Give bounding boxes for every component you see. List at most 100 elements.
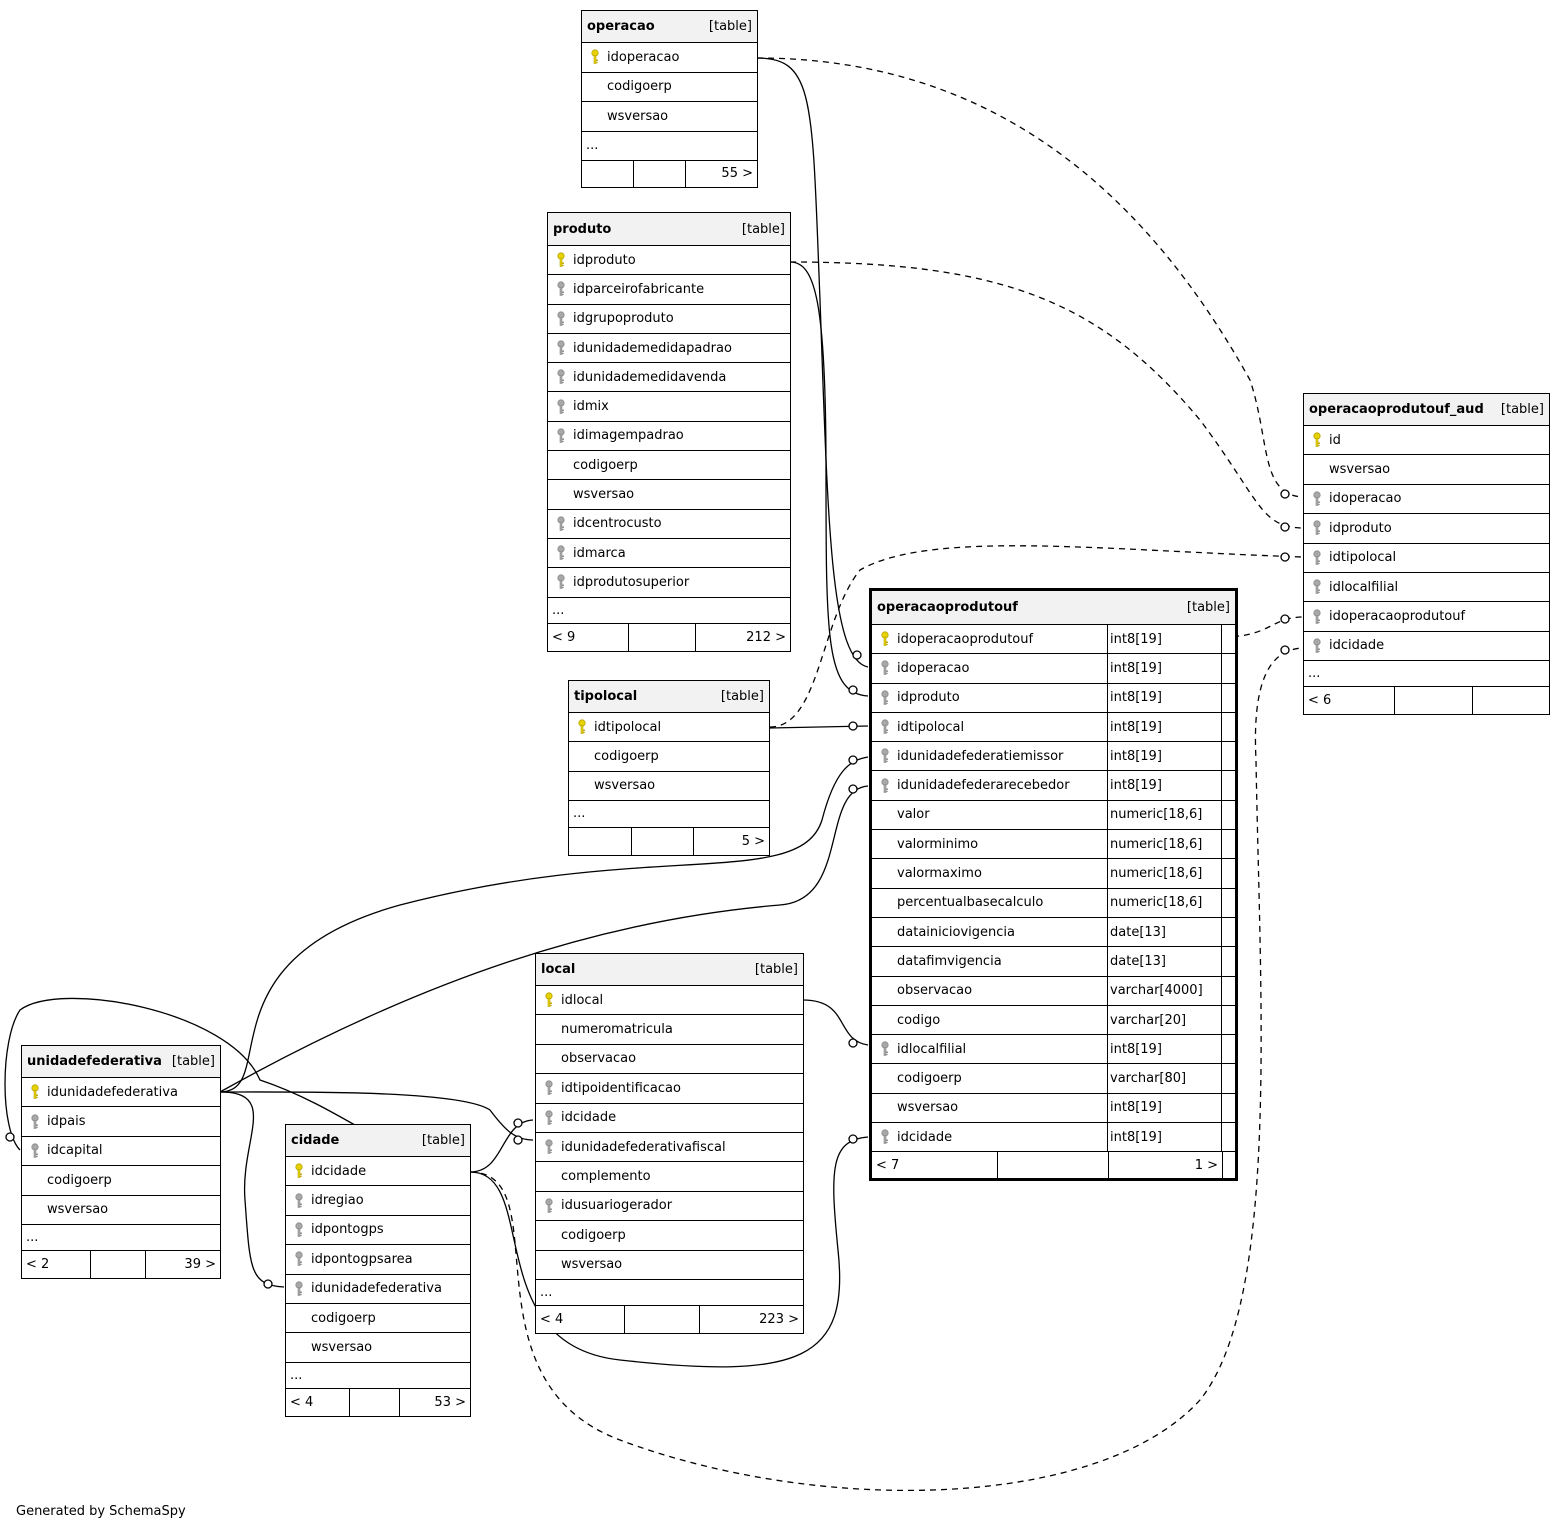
column-row[interactable]: idparceirofabricante xyxy=(548,275,790,305)
column-row[interactable]: idtipolocal xyxy=(569,713,769,743)
footer-children[interactable]: 5 > xyxy=(693,827,769,855)
footer-children[interactable] xyxy=(1472,687,1549,715)
column-row[interactable]: idregiao xyxy=(286,1186,470,1216)
column-row[interactable]: idunidadefederativa xyxy=(22,1078,220,1108)
column-row[interactable]: idunidadefederativafiscal xyxy=(536,1133,803,1163)
table-kind: [table] xyxy=(421,1133,465,1148)
footer-children[interactable]: 212 > xyxy=(695,623,790,651)
column-row[interactable]: idimagempadrao xyxy=(548,422,790,452)
footer-parents[interactable] xyxy=(569,828,631,855)
footer-children[interactable]: 53 > xyxy=(399,1388,470,1416)
footer-children[interactable]: 39 > xyxy=(145,1250,220,1278)
column-row[interactable]: idlocalfilial xyxy=(1304,573,1549,603)
footer-parents[interactable] xyxy=(582,161,633,187)
footer-parents[interactable]: < 4 xyxy=(290,1394,314,1410)
column-row[interactable]: idoperacao xyxy=(1304,485,1549,515)
column-row[interactable]: wsversao xyxy=(22,1196,220,1225)
footer-children[interactable]: 1 > xyxy=(1108,1152,1222,1179)
column-row[interactable]: idcentrocusto xyxy=(548,510,790,539)
column-row[interactable]: idmarca xyxy=(548,539,790,569)
footer-parents[interactable]: < 4 xyxy=(540,1311,564,1327)
table-footer: 5 > xyxy=(569,827,769,855)
column-row[interactable]: idtipoidentificacao xyxy=(536,1074,803,1104)
column-row[interactable]: wsversao xyxy=(582,102,757,132)
column-row[interactable]: wsversao xyxy=(569,772,769,801)
column-row[interactable]: idproduto xyxy=(548,246,790,276)
column-row[interactable]: idcidade xyxy=(1304,632,1549,662)
column-row[interactable]: idtipolocal xyxy=(1304,544,1549,573)
column-row[interactable]: idpontogps xyxy=(286,1216,470,1246)
column-row[interactable]: idcapital xyxy=(22,1137,220,1167)
footer-children[interactable]: 223 > xyxy=(699,1305,803,1333)
column-row[interactable]: complemento xyxy=(536,1162,803,1192)
column-row[interactable]: observacao xyxy=(536,1045,803,1075)
column-row[interactable]: idlocal xyxy=(536,986,803,1016)
column-row[interactable]: codigoerp xyxy=(548,451,790,481)
column-type: int8[19] xyxy=(1107,771,1221,800)
column-row[interactable]: idpais xyxy=(22,1107,220,1137)
column-row[interactable]: wsversao xyxy=(536,1251,803,1280)
column-row[interactable]: idunidademedidavenda xyxy=(548,363,790,393)
column-row[interactable]: idoperacao xyxy=(582,43,757,73)
table-operacaoprodutouf[interactable]: operacaoprodutouf[table] idoperacaoprodu… xyxy=(869,588,1238,1182)
column-row[interactable]: codigoerp xyxy=(286,1304,470,1334)
footer-parents[interactable]: < 2 xyxy=(26,1256,50,1272)
footer-parents[interactable]: < 9 xyxy=(552,629,576,645)
column-row[interactable]: idpontogpsarea xyxy=(286,1245,470,1275)
column-row[interactable]: idoperacaoprodutouf xyxy=(1304,602,1549,632)
column-name: idoperacao xyxy=(897,660,970,676)
blank-icon xyxy=(540,1021,558,1039)
blank-icon xyxy=(876,1011,894,1029)
edge-end-marker xyxy=(1280,614,1290,624)
column-row[interactable]: codigoerp xyxy=(536,1221,803,1251)
column-row[interactable]: wsversao xyxy=(548,480,790,510)
column-row[interactable]: idunidademedidapadrao xyxy=(548,334,790,364)
column-row[interactable]: wsversao xyxy=(1304,455,1549,485)
column-row[interactable]: idgrupoproduto xyxy=(548,305,790,334)
column-row[interactable]: idcidade xyxy=(286,1157,470,1187)
column-cell: idunidadefederativafiscal xyxy=(536,1138,803,1156)
column-row[interactable]: idprodutosuperior xyxy=(548,568,790,598)
column-row[interactable]: id xyxy=(1304,426,1549,456)
footer-children[interactable]: 55 > xyxy=(685,160,757,187)
column-row[interactable]: idunidadefederativa xyxy=(286,1275,470,1304)
table-unidadefederativa[interactable]: unidadefederativa[table] idunidadefedera… xyxy=(21,1045,221,1279)
column-row[interactable]: idusuariogerador xyxy=(536,1192,803,1222)
footer-parents[interactable]: < 6 xyxy=(1308,693,1332,709)
column-row[interactable]: codigoerp xyxy=(582,73,757,102)
column-row[interactable]: codigoerp xyxy=(22,1166,220,1196)
more-columns-ellipsis: ... xyxy=(286,1363,470,1389)
column-row[interactable]: numeromatricula xyxy=(536,1015,803,1045)
column-cell: idproduto xyxy=(548,251,790,269)
column-row[interactable]: wsversao xyxy=(286,1333,470,1363)
footer-parents[interactable]: < 7 xyxy=(876,1157,900,1173)
column-row[interactable]: codigoerp xyxy=(569,742,769,772)
column-row[interactable]: idproduto xyxy=(1304,514,1549,544)
column-row[interactable]: idcidade xyxy=(536,1104,803,1133)
column-row[interactable]: idmix xyxy=(548,392,790,422)
